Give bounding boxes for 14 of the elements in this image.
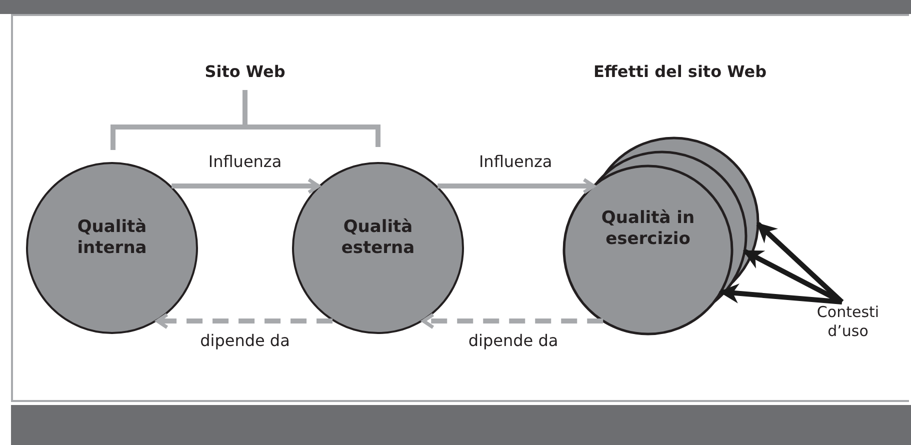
group-heading: Effetti del sito Web [593,62,767,81]
circle-label: Qualità interna [76,216,148,260]
arrow [438,178,596,194]
arrow [172,178,320,194]
stacked-circles [562,136,760,336]
dashed-arrow [156,312,333,330]
arrow [756,222,844,304]
group-heading: Sito Web [204,62,286,81]
arrow [742,249,844,304]
context-label: Contesti d’uso [816,303,880,340]
circle-label: Qualità in esercizio [600,208,696,250]
arrow [718,283,842,304]
circle-label: Qualità esterna [340,216,416,260]
dashed-arrow [422,312,604,330]
